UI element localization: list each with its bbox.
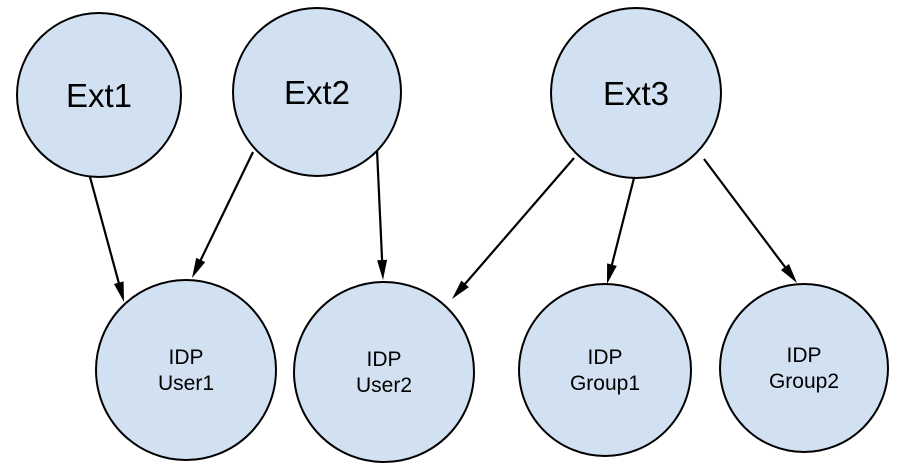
arrow-head-icon: [377, 259, 388, 280]
node-circle-ext1[interactable]: [16, 12, 182, 178]
edge-ext2-to-idp-user2: [375, 149, 388, 280]
edge-line: [375, 149, 384, 265]
edge-ext1-to-idp-user1: [88, 176, 124, 302]
edge-ext3-to-idp-group1: [607, 177, 636, 284]
node-ext3[interactable]: Ext3: [550, 7, 722, 179]
edge-ext2-to-idp-user1: [192, 151, 254, 278]
node-circle-idp-user1[interactable]: [95, 279, 277, 461]
edge-ext3-to-idp-user2: [452, 157, 575, 299]
node-circle-idp-user2[interactable]: [293, 281, 475, 463]
edge-line: [609, 177, 636, 269]
arrow-head-icon: [113, 281, 124, 302]
edges-layer: [88, 149, 797, 302]
node-ext2[interactable]: Ext2: [232, 7, 402, 177]
edge-line: [88, 176, 121, 287]
node-circle-idp-group2[interactable]: [719, 283, 889, 453]
edge-line: [461, 157, 575, 288]
edge-line: [197, 151, 254, 265]
arrow-head-icon: [452, 280, 469, 299]
edge-ext3-to-idp-group2: [703, 158, 797, 283]
arrow-head-icon: [192, 257, 206, 278]
arrow-head-icon: [607, 263, 617, 284]
node-circle-ext2[interactable]: [232, 7, 402, 177]
node-circle-ext3[interactable]: [550, 7, 722, 179]
edge-line: [703, 158, 789, 271]
arrow-head-icon: [781, 264, 797, 283]
node-circle-idp-group1[interactable]: [518, 283, 692, 457]
node-ext1[interactable]: Ext1: [16, 12, 182, 178]
